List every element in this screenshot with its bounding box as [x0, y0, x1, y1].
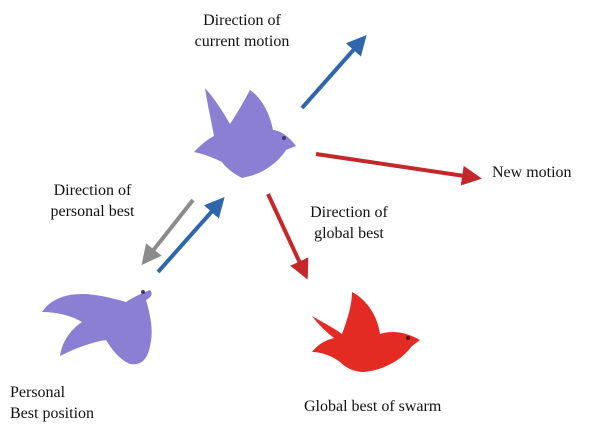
personal-best-position-label: Personal Best position — [10, 382, 94, 424]
toward-personal-best-arrow — [158, 200, 222, 272]
personal-best-bird-icon — [42, 290, 152, 364]
personal-best-direction-label: Direction of personal best — [20, 180, 165, 222]
new-motion-label: New motion — [492, 162, 572, 183]
global-best-direction-label: Direction of global best — [284, 202, 414, 244]
current-particle-bird-icon — [194, 88, 296, 178]
current-motion-label: Direction of current motion — [162, 10, 322, 52]
global-best-bird-icon — [312, 292, 420, 372]
global-best-swarm-label: Global best of swarm — [304, 396, 441, 417]
new-motion-arrow — [316, 154, 478, 178]
